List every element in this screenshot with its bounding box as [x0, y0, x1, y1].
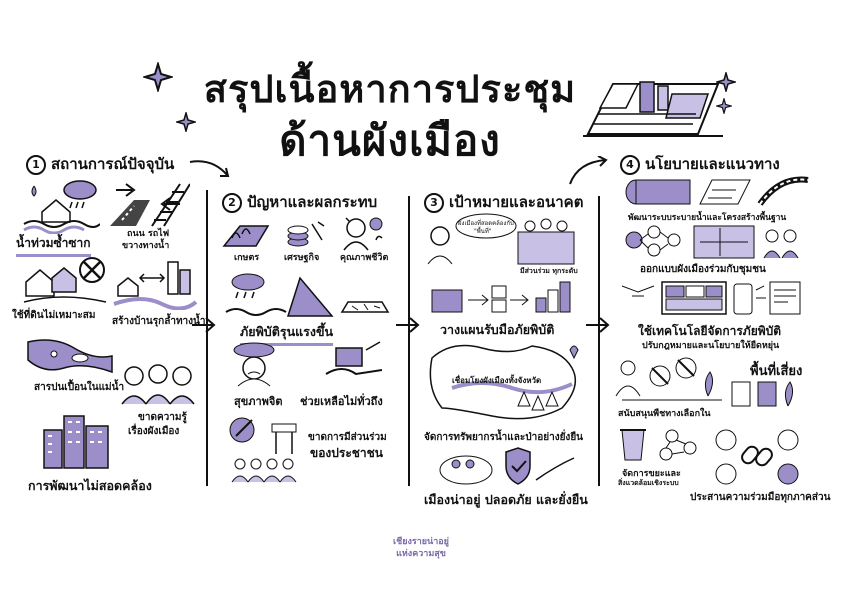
item-label: สนับสนุนพืชทางเลือกใน: [618, 409, 711, 419]
arrow-icon: [569, 156, 608, 185]
section-divider: [206, 190, 208, 486]
drainage-infrastructure-icon: [625, 176, 809, 206]
section-4-header: 4 นโยบายและแนวทาง: [620, 152, 780, 176]
item-label: จัดการทรัพยากรน้ำและป่าอย่างยั่งยืน: [424, 432, 584, 443]
encroachment-icon: [113, 261, 198, 310]
page-title: สรุปเนื้อหาการประชุม: [203, 67, 577, 111]
item-label: ใช้เทคโนโลยีจัดการภัยพิบัติ: [638, 324, 782, 338]
section-number: 2: [222, 192, 242, 213]
section-1-header: 1 สถานการณ์ปัจจุบัน: [26, 152, 174, 176]
arrow-icon: [192, 317, 216, 333]
aid-icon: [325, 341, 383, 376]
brand-logo: เชียงรายน่าอยู่ แห่งความสุข: [385, 536, 457, 560]
item-label: สารปนเปื้อนในแม่น้ำ: [34, 382, 125, 393]
item-label: "พื้นที่": [474, 228, 492, 235]
community-design-icon: [625, 225, 799, 259]
section-number: 1: [26, 154, 46, 175]
technology-icon: [621, 281, 801, 315]
item-label: พื้นที่เสี่ยง: [750, 364, 803, 379]
arrow-icon: [189, 160, 230, 177]
section-number: 3: [424, 192, 444, 213]
quality-of-life-icon: [343, 217, 383, 251]
livable-city-icon: [439, 447, 575, 485]
item-label: ผังเมืองที่สอดคล้องกับ: [458, 220, 514, 227]
item-label: ออกแบบผังเมืองร่วมกับชุมชน: [640, 264, 766, 275]
item-label: พัฒนาระบบระบายน้ำและโครงสร้างพื้นฐาน: [628, 213, 787, 223]
section-divider: [598, 196, 600, 486]
road-rail-icon: [110, 183, 190, 227]
item-label: สร้างบ้านรุกล้ำทางน้ำ: [112, 316, 206, 327]
land-use-icon: [23, 257, 107, 303]
item-label: เกษตร: [234, 253, 260, 263]
item-label: เชื่อมโยงผังเมืองทั้งจังหวัด: [452, 376, 542, 385]
disaster-icon: [225, 273, 390, 317]
item-label: เศรษฐกิจ: [284, 253, 320, 263]
city-map-icon: [583, 81, 723, 137]
item-label: ขาดความรู้: [138, 412, 187, 423]
item-label: ประสานความร่วมมือทุกภาคส่วน: [690, 492, 831, 503]
section-3-header: 3 เป้าหมายและอนาคต: [424, 190, 583, 214]
section-title: นโยบายและแนวทาง: [645, 155, 780, 173]
item-label: ภัยพิบัติรุนแรงขึ้น: [240, 322, 334, 346]
item-label: ของประชาชน: [310, 446, 384, 460]
sparkle-icon: [143, 62, 173, 92]
recycle-icon: [731, 381, 794, 407]
sparkle-icon: [176, 112, 196, 132]
arrow-icon: [396, 317, 420, 333]
disaster-plan-icon: [431, 281, 571, 313]
item-label: เมืองน่าอยู่ ปลอดภัย และยั่งยืน: [424, 492, 588, 507]
province-map-icon: [429, 344, 579, 420]
people-confused-icon: [121, 364, 195, 405]
public-participation-icon: [229, 417, 297, 483]
buildings-icon: [43, 415, 109, 469]
item-label: การพัฒนาไม่สอดคล้อง: [28, 478, 152, 493]
item-label: น้ำท่วมซ้ำซาก: [16, 234, 91, 257]
mental-health-icon: [233, 342, 275, 387]
collaboration-icon: [715, 429, 799, 485]
logo-line2: แห่งความสุข: [396, 549, 446, 559]
logo-line1: เชียงรายน่าอยู่: [393, 537, 449, 547]
item-label: ช่วยเหลือไม่ทั่วถึง: [300, 395, 383, 408]
river-pollution-icon: [27, 339, 113, 374]
section-number: 4: [620, 154, 640, 175]
item-label: ขวางทางน้ำ: [122, 241, 170, 251]
alternative-crops-icon: [615, 357, 722, 401]
item-label: เรื่องผังเมือง: [128, 426, 180, 437]
item-label: มีส่วนร่วม ทุกระดับ: [520, 267, 578, 275]
section-divider: [408, 196, 410, 486]
flood-icon: [23, 180, 100, 234]
sparkle-icon: [716, 98, 732, 114]
item-label: ใช้ที่ดินไม่เหมาะสม: [12, 310, 96, 321]
page-subtitle: ด้านผังเมือง: [279, 116, 501, 165]
item-label: สิ่งแวดล้อมเชิงระบบ: [618, 479, 679, 487]
section-title: ปัญหาและผลกระทบ: [247, 193, 378, 211]
sparkle-icon: [716, 72, 736, 92]
section-title: เป้าหมายและอนาคต: [449, 193, 584, 211]
arrow-icon: [586, 317, 610, 333]
section-2-header: 2 ปัญหาและผลกระทบ: [222, 190, 377, 214]
economy-icon: [287, 221, 325, 247]
planning-meeting-icon: [427, 213, 575, 265]
item-label: วางแผนรับมือภัยพิบัติ: [440, 322, 555, 337]
item-label: คุณภาพชีวิต: [340, 253, 389, 263]
item-label: จัดการขยะและ: [622, 469, 681, 479]
item-label: สุขภาพจิต: [234, 395, 283, 408]
agriculture-icon: [222, 225, 270, 247]
item-label: ขาดการมีส่วนร่วม: [308, 432, 387, 443]
item-label: ถนน รถไฟ: [127, 229, 170, 239]
section-title: สถานการณ์ปัจจุบัน: [51, 155, 175, 173]
waste-management-icon: [620, 429, 697, 461]
item-label: ปรับกฎหมายและนโยบายให้ยืดหยุ่น: [642, 341, 780, 351]
